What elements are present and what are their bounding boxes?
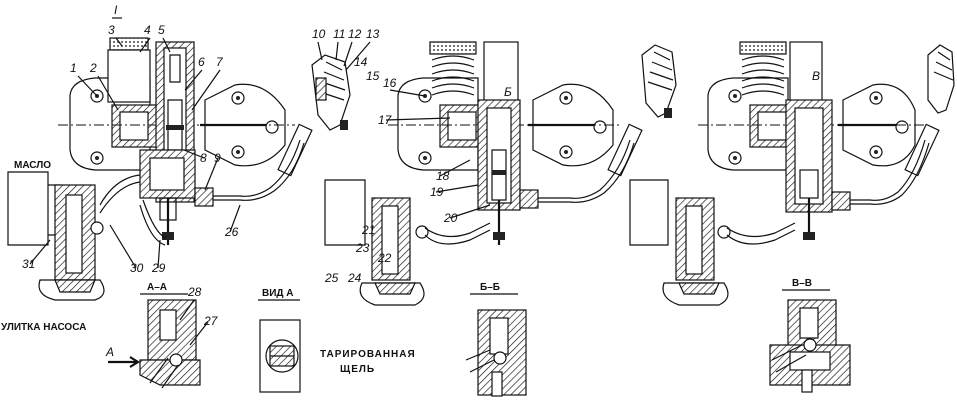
part-31: 31: [22, 257, 35, 271]
section-a-a-title: А–А: [147, 282, 167, 293]
assembly-two: [324, 41, 677, 306]
part-30: 30: [130, 261, 144, 275]
part-3: 3: [108, 23, 115, 37]
part-12: 12: [348, 27, 362, 41]
oil-label: МАСЛО: [14, 160, 51, 171]
calibrated-slot-label: ТАРИРОВАННАЯ: [320, 349, 416, 360]
part-10: 10: [312, 27, 326, 41]
assembly-three: [629, 41, 955, 306]
section-b-b-title: Б–Б: [480, 282, 500, 293]
part-27: 27: [203, 314, 219, 328]
view-a-title: ВИД А: [262, 288, 294, 299]
part-15: 15: [366, 69, 380, 83]
part-13: 13: [366, 27, 380, 41]
part-4: 4: [144, 23, 151, 37]
view-a: [258, 299, 301, 393]
leader-lines: [29, 37, 491, 346]
section-a-a: [108, 293, 201, 389]
part-17: 17: [378, 113, 393, 127]
section-b-b: [465, 293, 527, 397]
section-v-v-title: В–В: [792, 278, 812, 289]
section-v-v: [769, 289, 851, 393]
part-11: 11: [333, 27, 345, 41]
part-28: 28: [187, 285, 202, 299]
part-18: 18: [436, 169, 450, 183]
part-22: 22: [377, 251, 392, 265]
view-a-arrow-label: А: [105, 345, 114, 359]
part-24: 24: [347, 271, 362, 285]
part-1: 1: [70, 61, 77, 75]
part-2: 2: [89, 61, 97, 75]
part-25: 25: [324, 271, 339, 285]
letter-v-label: В: [812, 69, 820, 83]
part-21: 21: [361, 223, 375, 237]
roman-i-label: I: [114, 3, 118, 17]
part-16: 16: [383, 76, 397, 90]
assembly-one: [7, 37, 351, 301]
part-7: 7: [216, 55, 224, 69]
part-numbers: 1 2 3 4 5 6 7 8 9 10 11 12 13 14 15 16 1…: [22, 23, 458, 328]
slot-label: ЩЕЛЬ: [340, 364, 375, 375]
part-26: 26: [224, 225, 239, 239]
part-23: 23: [355, 241, 370, 255]
pump-scroll-label: УЛИТКА НАСОСА: [1, 322, 86, 333]
part-5: 5: [158, 23, 165, 37]
part-6: 6: [198, 55, 205, 69]
part-14: 14: [354, 55, 368, 69]
letter-b-label: Б: [504, 85, 512, 99]
text-labels: I МАСЛО УЛИТКА НАСОСА А А–А ВИД А ТАРИРО…: [1, 3, 820, 375]
